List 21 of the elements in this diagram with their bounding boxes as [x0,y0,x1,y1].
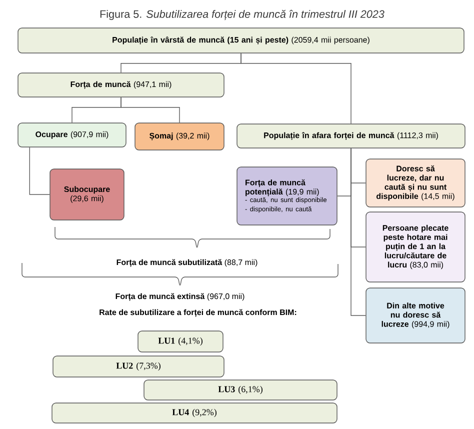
rate-box: LU3 (6,1%) [144,380,338,400]
figure-title: Figura 5. Subutilizarea forței de muncă în trimestrul III 2023 [100,10,384,20]
bracket-label: Forța de muncă subutilizată (88,7 mii) [116,259,258,267]
connector-line [240,53,352,124]
section-heading: Rate de subutilizare a forței de muncă conform BIM: [100,309,296,317]
category-box: Ocupare (907,9 mii) [18,122,126,148]
connector-line [120,97,180,123]
category-box: Șomaj (39,2 mii) [134,122,224,150]
category-box: Populație în afara forței de muncă (1112,3 mii) [236,124,466,148]
rate-box: LU2 (7,3%) [52,356,224,378]
rate-box: LU4 (9,2%) [52,402,338,424]
connector-line [350,148,366,316]
category-box: Din alte motive nu doresc să lucreze (994,9 mii) [366,288,466,344]
bracket-label: Forța de muncă extinsă (967,0 mii) [116,293,244,301]
category-box: Doresc să lucreze, dar nu caută și nu sunt disponibile (14,5 mii) [366,158,466,208]
connector-line [29,147,50,195]
category-box: Forța de muncă (947,1 mii) [18,72,224,98]
category-box: Populație în vârstă de muncă (15 ani și peste) (2059,4 mii persoane) [18,28,464,54]
category-box: Subocupare (29,6 mii) [50,168,124,220]
rate-box: LU1 (4,1%) [138,330,224,352]
category-box: Persoane plecate peste hotare mai puțin de 1 an la lucru/căutare de lucru (83,0 mii) [366,212,466,282]
